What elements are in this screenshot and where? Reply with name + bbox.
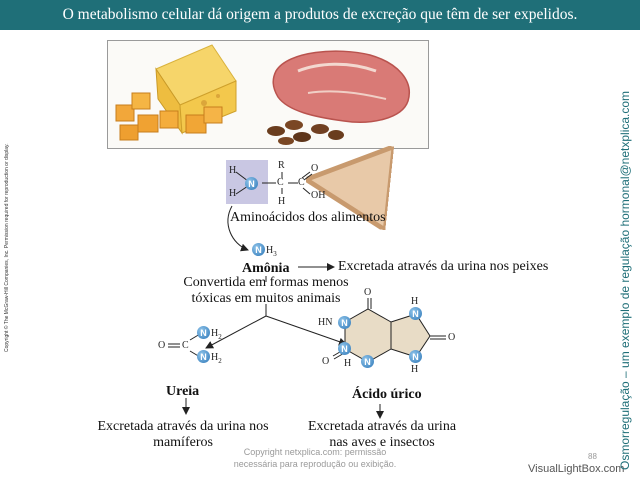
cheese-cube (185, 114, 207, 134)
nitrogen-atom: N (338, 342, 351, 355)
urea-subscript: 2 (218, 333, 222, 341)
atom-c: C (298, 177, 305, 188)
ammonia-label: Amônia (242, 261, 290, 276)
bean (328, 130, 344, 140)
copyright-vertical: Copyright © The McGraw-Hill Companies, I… (4, 143, 10, 352)
atom-h: H (229, 165, 237, 176)
ammonia-subscript: 3 (273, 250, 277, 258)
cheese-cube (137, 114, 159, 133)
atom-h: H (344, 358, 352, 369)
amino-acids-caption: Aminoácidos dos alimentos (230, 210, 386, 225)
uric-acid-label: Ácido úrico (352, 387, 422, 402)
nitrogen-atom: N (361, 355, 374, 368)
atom-o: O (311, 163, 319, 174)
atom-h: H (411, 296, 419, 307)
atom-h: H (278, 196, 286, 207)
cheese-cube (159, 110, 179, 129)
to-uric-arrow (265, 315, 347, 346)
atom-h: H (411, 364, 419, 375)
nitrogen-atom: N (409, 350, 422, 363)
amino-to-ammonia-arrow (227, 205, 249, 252)
copyright-watermark: Copyright netxplica.com: permissão neces… (220, 446, 410, 470)
cheese-cube (115, 104, 135, 122)
nitrogen-atom: N (252, 243, 265, 256)
nitrogen-atom: N (338, 316, 351, 329)
watermark-line1: Copyright netxplica.com: permissão (243, 447, 387, 457)
urea-subscript: 2 (218, 357, 222, 365)
bond (301, 171, 311, 179)
bean (311, 124, 329, 134)
bean (293, 132, 311, 142)
bond (302, 187, 311, 195)
urea-label: Ureia (166, 384, 200, 399)
steak-fat-streak (297, 62, 377, 73)
urea-text-line2: mamíferos (153, 435, 213, 450)
nitrogen-atom: N (409, 307, 422, 320)
watermark-line2: necessária para reprodução ou exibição. (233, 459, 397, 469)
cheese-hole (201, 100, 207, 106)
bean (285, 120, 303, 130)
urea-h2: H2 (211, 352, 222, 365)
converted-text-line2: tóxicas em muitos animais (191, 291, 341, 306)
cheese-hole (216, 94, 220, 98)
urea-text-line1: Excretada através da urina nos (97, 419, 269, 434)
nitrogen-atom: N (197, 350, 210, 363)
page-number: 88 (588, 452, 597, 461)
atom-h: H (229, 188, 237, 199)
uric-text-line1: Excretada através da urina (307, 419, 457, 434)
food-illustration (115, 44, 410, 145)
nitrogen-atom: N (245, 177, 258, 190)
bond (303, 173, 313, 181)
atom-c: C (277, 177, 284, 188)
ammonia-h: H3 (266, 245, 277, 258)
to-urea-arrow (205, 315, 267, 349)
atom-o: O (158, 340, 166, 351)
cheese-cube (131, 92, 151, 110)
urea-h2: H2 (211, 328, 222, 341)
bean (278, 137, 294, 145)
nitrogen-atom: N (197, 326, 210, 339)
food-to-amino-arrow (330, 150, 390, 183)
atom-c: C (182, 340, 189, 351)
atom-oh: OH (311, 190, 326, 201)
visuallightbox-credit: VisualLightBox.com (528, 463, 625, 475)
cheese-cube (203, 106, 223, 124)
food-photo (107, 40, 429, 149)
cheese-cube (119, 124, 139, 141)
uric-text-line2: nas aves e insectos (329, 435, 435, 450)
atom-o: O (448, 332, 456, 343)
atom-o: O (364, 287, 372, 298)
steak-fat-streak (307, 90, 387, 100)
fish-excretion-text: Excretada através da urina nos peixes (338, 259, 549, 274)
side-caption: Osmorregulação – um exemplo de regulação… (618, 90, 632, 470)
atom-hn: HN (318, 317, 333, 328)
atom-o: O (322, 356, 330, 367)
atom-r: R (278, 160, 285, 171)
slide-title: O metabolismo celular dá origem a produt… (0, 0, 640, 30)
bean (267, 126, 285, 136)
converted-text-line1: Convertida em formas menos (183, 275, 349, 290)
